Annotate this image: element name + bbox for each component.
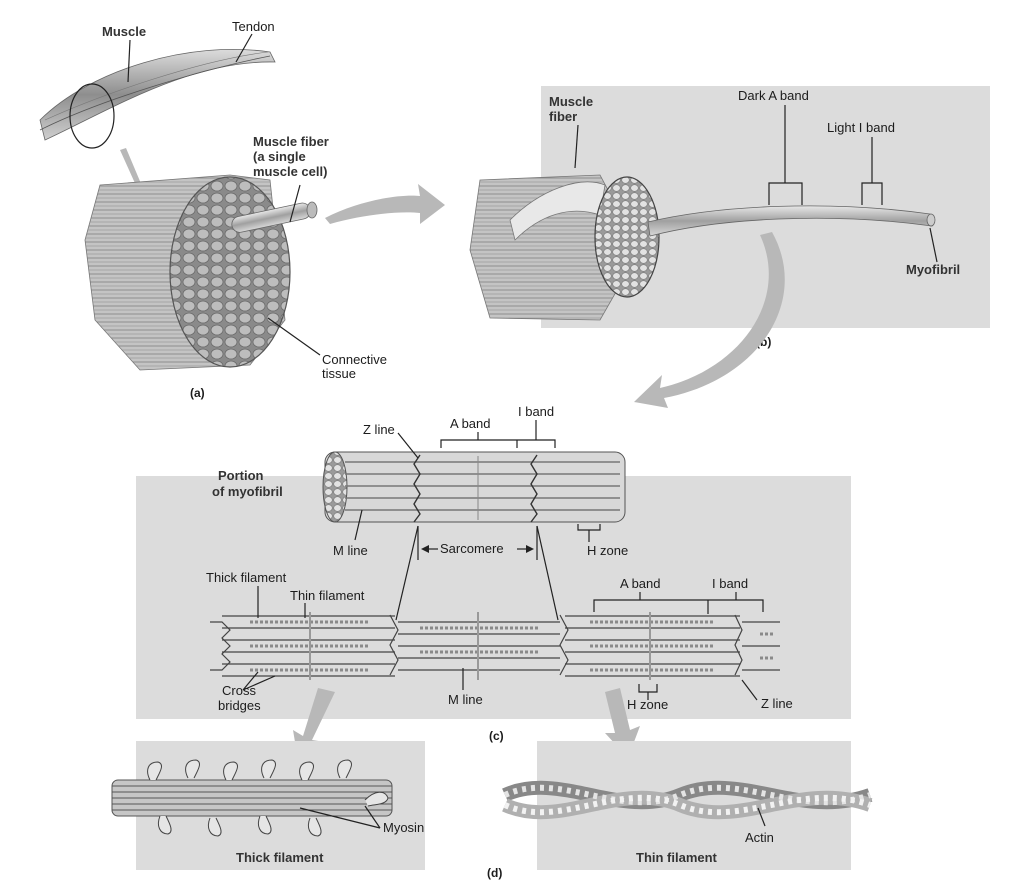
label-myosin: Myosin: [383, 820, 424, 835]
label-c-z-line-2: Z line: [761, 696, 793, 711]
label-muscle-fiber-line3: muscle cell): [253, 164, 327, 179]
label-muscle-fiber-line2: (a single: [253, 149, 306, 164]
label-c-m-line: M line: [333, 543, 368, 558]
label-c-h-zone-2: H zone: [627, 697, 668, 712]
label-myofibril: Myofibril: [906, 262, 960, 277]
label-tendon: Tendon: [232, 19, 275, 34]
label-b-muscle-line1: Muscle: [549, 94, 593, 109]
panel-a-letter: (a): [190, 386, 205, 400]
panel-c: A band I band Z line Portion of myofibri…: [136, 404, 851, 743]
label-thin-filament: Thin filament: [290, 588, 365, 603]
label-connective-tissue-line1: Connective: [322, 352, 387, 367]
label-muscle: Muscle: [102, 24, 146, 39]
label-thick-filament: Thick filament: [206, 570, 287, 585]
thick-filament-illustration: [112, 780, 392, 816]
label-dark-a-band: Dark A band: [738, 88, 809, 103]
label-muscle-fiber-line1: Muscle fiber: [253, 134, 329, 149]
label-d-thin-filament: Thin filament: [636, 850, 718, 865]
label-c-m-line-2: M line: [448, 692, 483, 707]
label-cross-bridges-line2: bridges: [218, 698, 261, 713]
label-c-h-zone: H zone: [587, 543, 628, 558]
label-c-z-line: Z line: [363, 422, 395, 437]
label-sarcomere: Sarcomere: [440, 541, 504, 556]
label-connective-tissue-line2: tissue: [322, 366, 356, 381]
label-d-thick-filament: Thick filament: [236, 850, 324, 865]
label-c-i-band: I band: [518, 404, 554, 419]
label-portion-line2: of myofibril: [212, 484, 283, 499]
label-cross-bridges-line1: Cross: [222, 683, 256, 698]
panel-b: Muscle fiber Dark A band Light I band My…: [470, 86, 990, 349]
label-actin: Actin: [745, 830, 774, 845]
arrow-a-to-b: [325, 184, 445, 224]
label-c-a-band-2: A band: [620, 576, 661, 591]
panel-a: Muscle Tendon Muscle fiber (a single mus…: [40, 19, 387, 400]
label-c-i-band-2: I band: [712, 576, 748, 591]
label-portion-line1: Portion: [218, 468, 264, 483]
label-c-a-band: A band: [450, 416, 491, 431]
label-light-i-band: Light I band: [827, 120, 895, 135]
label-b-muscle-line2: fiber: [549, 109, 577, 124]
panel-c-letter: (c): [489, 729, 504, 743]
panel-d-letter: (d): [487, 866, 502, 880]
panel-d: Myosin Thick filament Actin Thin filamen…: [112, 741, 870, 880]
